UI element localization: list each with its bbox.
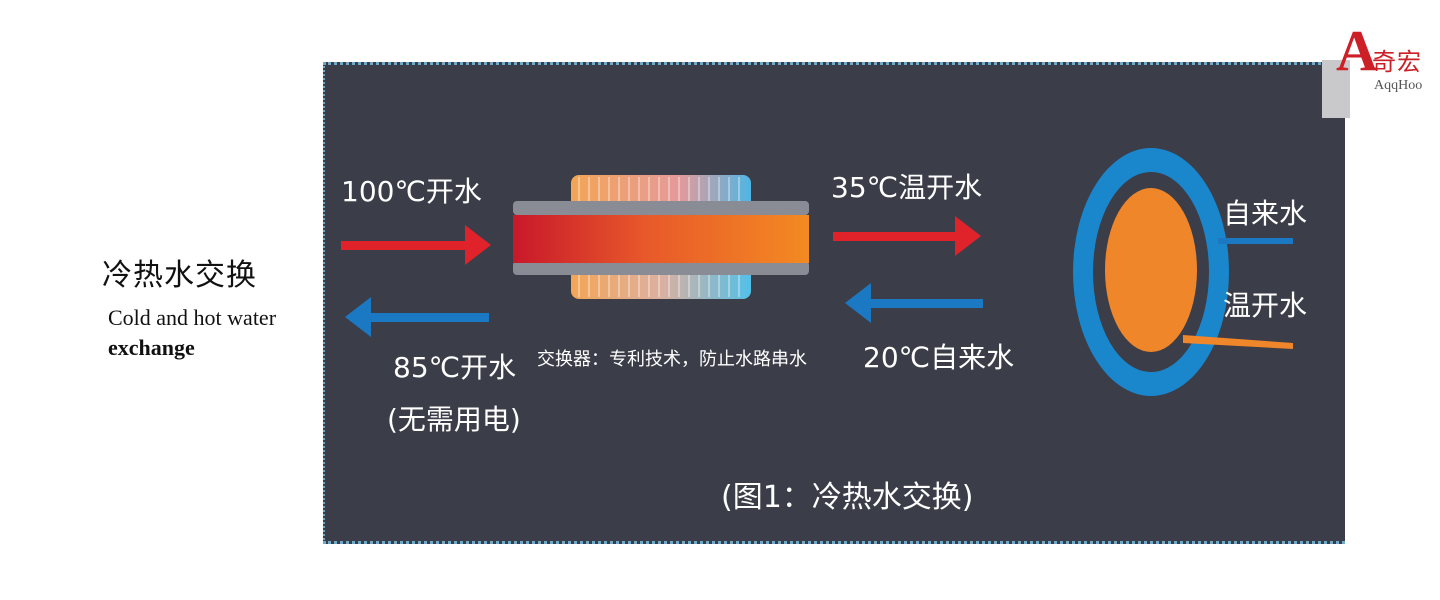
label-pipe-tap: 自来水 — [1223, 197, 1307, 230]
label-boiling-in: 100℃开水 — [341, 175, 482, 208]
exchange-diagram: 100℃开水 85℃开水 (无需用电) 交换器：专利技术，防止水路串水 35℃温… — [341, 148, 1307, 515]
label-pipe-warm: 温开水 — [1223, 289, 1307, 322]
label-caption: (图1：冷热水交换) — [721, 480, 974, 515]
side-title-cn: 冷热水交换 — [102, 258, 257, 293]
label-exchanger-note: 交换器：专利技术，防止水路串水 — [537, 349, 807, 370]
hot-out-arrow — [345, 297, 489, 337]
tap-in-arrow — [845, 283, 983, 323]
side-title-en-line2: exchange — [108, 335, 195, 360]
side-title-en-line1: Cold and hot water — [108, 305, 277, 330]
logo-en-text: AqqHoo — [1374, 78, 1423, 93]
diagram-panel: 100℃开水 85℃开水 (无需用电) 交换器：专利技术，防止水路串水 35℃温… — [323, 62, 1345, 544]
warm-pipe-line — [1183, 335, 1293, 349]
hot-in-arrow — [341, 225, 491, 265]
logo-cn-text: 奇宏 — [1372, 48, 1422, 76]
warm-out-arrow — [833, 216, 981, 256]
tap-pipe-line — [1218, 238, 1293, 244]
label-warm-out: 35℃温开水 — [831, 171, 982, 204]
brand-logo: A 奇宏 AqqHoo — [1322, 18, 1434, 118]
label-no-power: (无需用电) — [387, 403, 521, 436]
label-boiling-out: 85℃开水 — [393, 351, 516, 384]
label-tap-in: 20℃自来水 — [863, 341, 1014, 374]
pipe-cross-section — [1073, 148, 1293, 396]
logo-backdrop — [1322, 60, 1350, 118]
heat-exchanger — [513, 175, 809, 299]
logo-letter: A — [1336, 18, 1378, 83]
